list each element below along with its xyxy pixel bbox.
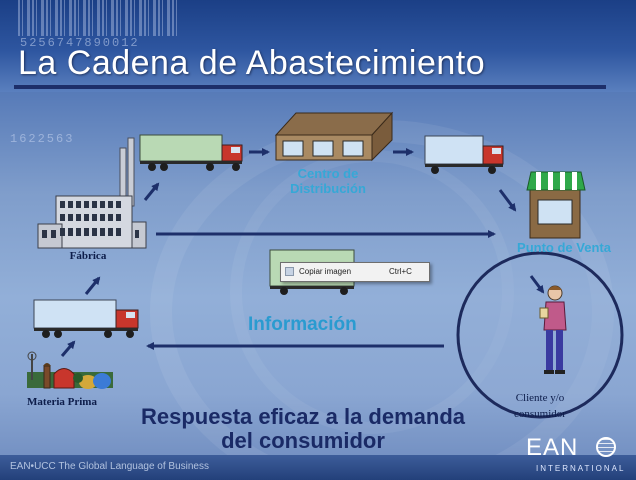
store-icon <box>526 171 586 239</box>
label-informacion: Información <box>248 314 357 335</box>
footer-band <box>0 455 636 480</box>
header-band <box>0 0 636 92</box>
ean-logo-subtitle: INTERNATIONAL <box>536 464 626 473</box>
context-menu-copy-image[interactable]: Copiar imagen <box>299 267 352 276</box>
context-menu[interactable]: Copiar imagen Ctrl+C <box>280 262 430 282</box>
arrow-truck-to-store <box>498 189 517 212</box>
label-centro-line2: Distribución <box>290 181 366 196</box>
label-materia-prima: Materia Prima <box>27 396 97 408</box>
bottom-caption-line1: Respuesta eficaz a la demanda <box>140 404 466 429</box>
label-cliente: Cliente y/o consumidor <box>498 390 582 422</box>
label-centro-line1: Centro de <box>297 166 359 181</box>
footer-tagline: EAN•UCC The Global Language of Business <box>10 461 209 472</box>
truck-icon-top-left <box>139 134 243 171</box>
arrow-truck-to-factory <box>84 276 101 295</box>
truck-icon-bottom-left <box>33 299 139 338</box>
barcode-digits-left: 1622563 <box>10 132 75 146</box>
factory-icon <box>37 137 147 249</box>
distribution-center-icon <box>274 111 394 162</box>
context-menu-shortcut: Ctrl+C <box>389 267 412 276</box>
barcode-digits-top: 5256747890012 <box>20 36 140 50</box>
consumer-figure <box>539 285 567 374</box>
title-underline <box>14 85 606 89</box>
customer-circle <box>456 251 624 419</box>
copy-image-icon <box>285 267 294 276</box>
truck-icon-top-right <box>424 135 504 174</box>
label-cliente-line2: consumidor <box>514 408 566 420</box>
label-fabrica: Fábrica <box>69 250 107 262</box>
page-title: La Cadena de Abastecimiento <box>18 44 486 82</box>
label-centro-distribucion: Centro de Distribución <box>268 166 388 196</box>
barcode-watermark <box>18 0 178 36</box>
label-cliente-line1: Cliente y/o <box>515 392 565 404</box>
arrow-store-to-customer <box>529 275 545 294</box>
label-punto-venta: Punto de Venta <box>517 240 611 255</box>
ean-logo: EAN <box>526 434 579 461</box>
arrow-raw-to-truck <box>60 340 76 357</box>
globe-icon <box>596 437 616 457</box>
raw-materials-icon <box>27 351 113 389</box>
bottom-caption: Respuesta eficaz a la demanda del consum… <box>108 405 498 453</box>
arrow-factory-to-truck <box>143 182 160 201</box>
bottom-caption-line2: del consumidor <box>221 428 385 453</box>
